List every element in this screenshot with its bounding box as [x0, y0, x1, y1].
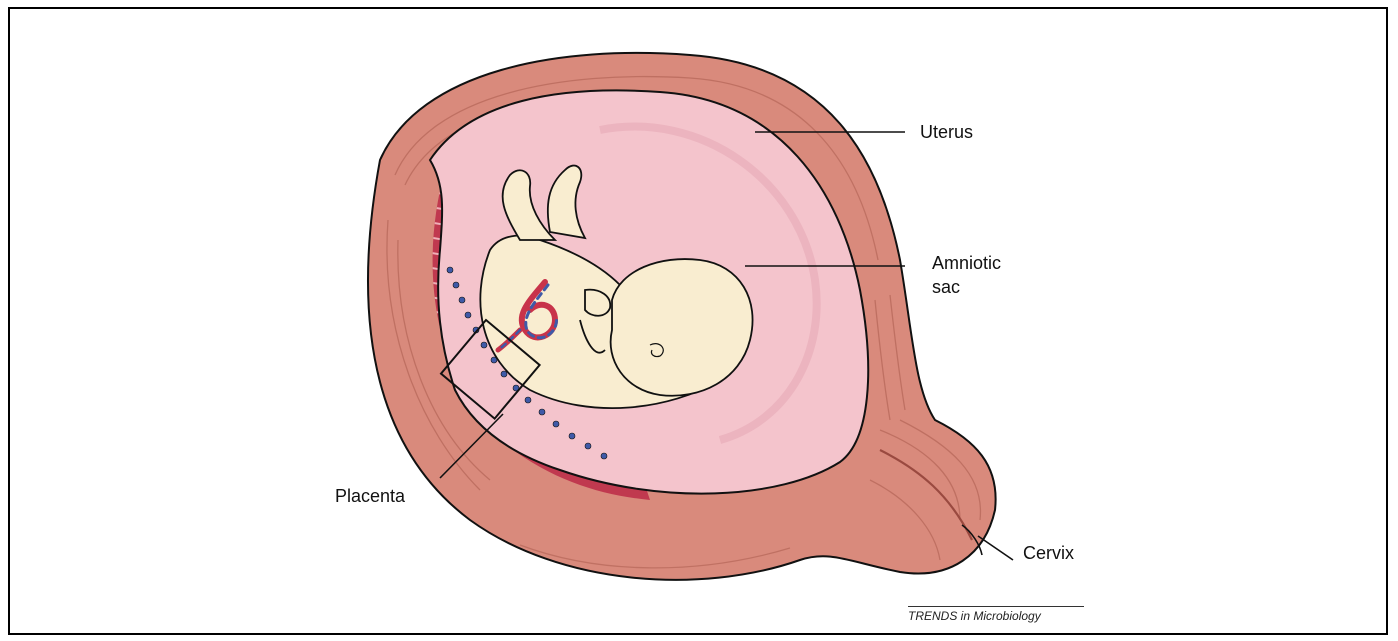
cervix-leader: [978, 536, 1013, 560]
source-credit: TRENDS in Microbiology: [908, 606, 1084, 623]
label-amniotic-line1: Amniotic: [932, 250, 1001, 276]
label-amniotic-line2: sac: [932, 274, 960, 300]
label-uterus: Uterus: [920, 119, 973, 145]
label-cervix: Cervix: [1023, 540, 1074, 566]
label-placenta: Placenta: [335, 483, 405, 509]
